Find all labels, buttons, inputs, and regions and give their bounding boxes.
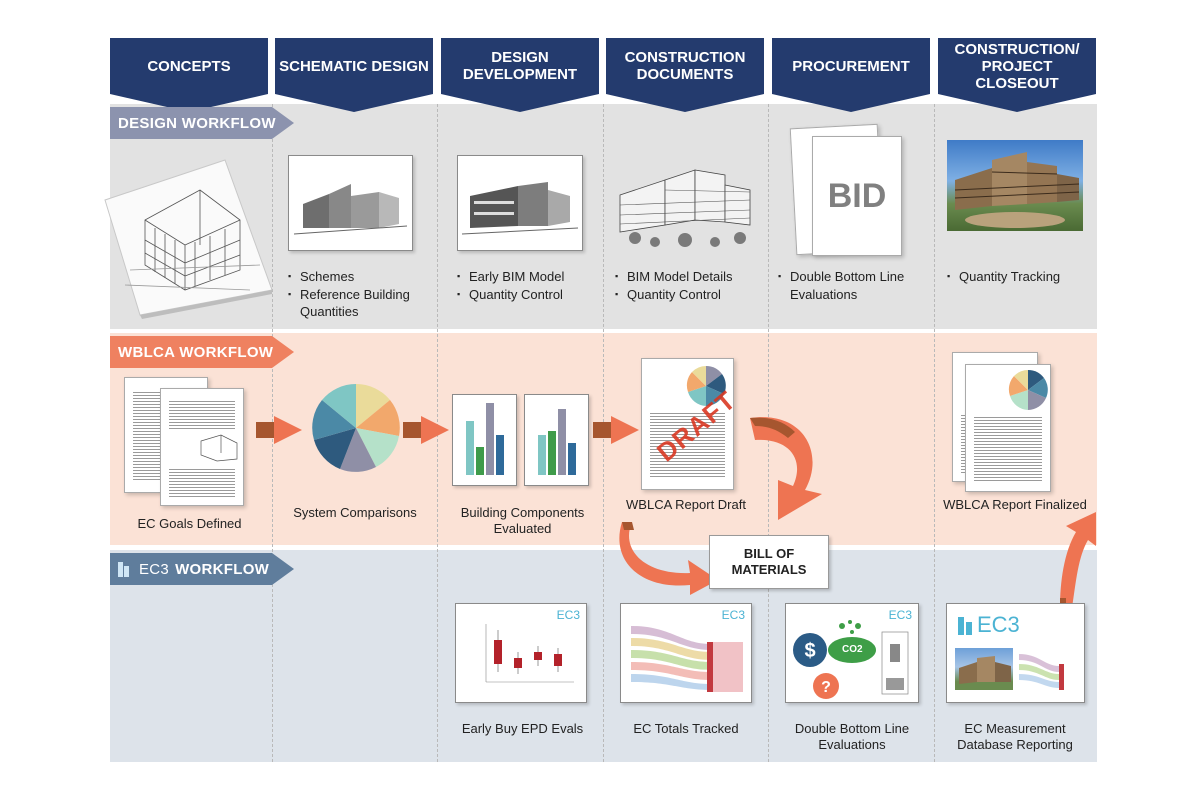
draft-report-pie (686, 366, 726, 406)
dollar-icon: $ (804, 640, 815, 662)
bim-model-image (457, 155, 583, 251)
phase-header-construction-documents: CONSTRUCTION DOCUMENTS (606, 38, 764, 94)
system-comparisons-label: System Comparisons (293, 505, 417, 520)
procurement-bullets: Double Bottom Line Evaluations (778, 268, 928, 303)
co2-label: CO2 (842, 644, 863, 655)
goals-defined-label: EC Goals Defined (137, 516, 242, 531)
ec-totals-sankey: EC3 (620, 603, 752, 703)
bullet-item: Early BIM Model (457, 268, 607, 286)
ec3-logo-large: EC3 (977, 612, 1020, 637)
bullet-item: Double Bottom Line Evaluations (778, 268, 928, 303)
ec3-logo: EC3 (888, 608, 912, 622)
flow-arrow-icon (593, 416, 639, 444)
bid-label: BID (827, 176, 887, 215)
flow-arrow-icon (256, 416, 302, 444)
bill-of-materials-label: BILL OF MATERIALS (731, 546, 807, 577)
phase-header-concepts: CONCEPTS (110, 38, 268, 94)
wblca-draft-report: DRAFT (641, 358, 742, 490)
phase-header-pointer (606, 94, 764, 112)
component-bar-chart-2 (524, 394, 589, 486)
phase-header-pointer (275, 94, 433, 112)
bullet-item: BIM Model Details (615, 268, 765, 286)
phase-header-pointer (938, 94, 1096, 112)
bullet-item: Quantity Control (457, 286, 607, 304)
development-bullets: Early BIM Model Quantity Control (457, 268, 607, 303)
completed-building-photo (947, 140, 1083, 231)
ec3-logo: EC3 (556, 608, 580, 622)
ec3-logo: EC3 (721, 608, 745, 622)
schematic-bullets: Schemes Reference Building Quantities (288, 268, 438, 321)
early-buy-box-plot: EC3 (455, 603, 587, 703)
ec3-workflow-word: WORKFLOW (175, 560, 270, 578)
wblca-workflow-tag-shape (110, 336, 294, 368)
ec3-workflow-tag-shape (110, 553, 294, 585)
wblca-report-draft-label: WBLCA Report Draft (626, 497, 746, 512)
double-bottom-line-label: Double Bottom Line Evaluations (794, 721, 910, 752)
bill-of-materials-box: BILL OF MATERIALS (709, 535, 829, 589)
ec3-building-icon (958, 617, 972, 635)
report-building-thumbnail (955, 648, 1013, 690)
bullet-item: Quantity Tracking (947, 268, 1097, 286)
wblca-report-finalized-label: WBLCA Report Finalized (943, 497, 1087, 512)
phase-header-procurement: PROCUREMENT (772, 38, 930, 94)
report-sankey-thumbnail (1019, 654, 1064, 690)
ec-measurement-label: EC Measurement Database Reporting (957, 721, 1073, 752)
design-workflow-label: DESIGN WORKFLOW (118, 114, 276, 132)
double-bottom-line-graphic: EC3 $ ? CO2 (785, 603, 919, 703)
documents-bullets: BIM Model Details Quantity Control (615, 268, 765, 303)
ec3-building-icon (118, 562, 129, 577)
early-buy-epd-label: Early Buy EPD Evals (461, 721, 584, 736)
bullet-item: Schemes (288, 268, 438, 286)
bullet-item: Reference Building Quantities (288, 286, 438, 321)
goals-doc-front (160, 388, 244, 506)
ec-database-report: EC3 (946, 603, 1085, 703)
system-comparison-pie-chart (312, 383, 400, 472)
design-workflow-tag-shape (110, 107, 294, 139)
bullet-item: Quantity Control (615, 286, 765, 304)
phase-header-design-development: DESIGN DEVELOPMENT (441, 38, 599, 94)
phase-header-schematic-design: SCHEMATIC DESIGN (275, 38, 433, 94)
wblca-workflow-label: WBLCA WORKFLOW (118, 343, 274, 361)
question-icon: ? (821, 679, 831, 696)
phase-header-pointer (772, 94, 930, 112)
ec3-workflow-label: EC3 WORKFLOW (110, 554, 269, 584)
component-bar-chart-1 (452, 394, 517, 486)
building-components-label: Building Components Evaluated (460, 505, 585, 536)
wblca-final-report (965, 364, 1051, 492)
construction-sketch-image (619, 169, 751, 247)
concept-sketch-image (104, 159, 273, 319)
phase-header-closeout: CONSTRUCTION/ PROJECT CLOSEOUT (938, 38, 1096, 94)
ec3-logo-text: EC3 (139, 560, 170, 578)
bid-document: BID (812, 136, 902, 256)
goals-doc-sketch (200, 434, 238, 462)
flow-arrow-icon (403, 416, 449, 444)
schematic-massing-image (288, 155, 413, 251)
final-report-pie (1008, 370, 1048, 410)
column-divider (934, 104, 936, 762)
upward-flow-arrow-icon (1060, 512, 1096, 608)
curved-flow-arrows (619, 417, 822, 595)
closeout-bullets: Quantity Tracking (947, 268, 1097, 286)
phase-header-pointer (441, 94, 599, 112)
ec-totals-tracked-label: EC Totals Tracked (633, 721, 739, 736)
